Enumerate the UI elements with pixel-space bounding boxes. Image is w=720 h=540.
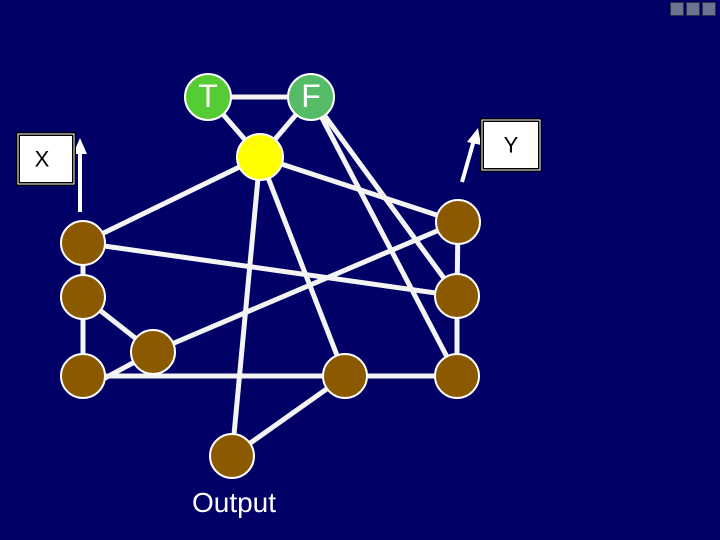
node-false [287,73,335,121]
arrowhead-y [467,128,481,145]
node-mid-1 [130,329,176,375]
node-left-2 [60,274,106,320]
edge-m1-r1 [150,219,461,355]
node-bottom-2 [322,353,368,399]
input-arrows [73,128,481,212]
node-left-1 [60,220,106,266]
edge-center-output [229,154,263,459]
edge-f-r3 [308,94,460,379]
edge-center-b2 [257,154,348,379]
node-right-1 [435,199,481,245]
input-box-x: X [16,132,76,186]
edge-center-r1 [257,154,461,225]
edge-l1-r2 [80,240,460,299]
node-true-label: T [198,78,218,114]
edge-b2-output [229,373,348,459]
node-right-3 [434,353,480,399]
nav-next-icon[interactable] [702,2,716,16]
nodes: T F [60,73,481,479]
node-output [209,433,255,479]
arrow-y [460,139,476,183]
edge-center-l1 [80,154,263,246]
node-true [184,73,232,121]
node-left-3 [60,353,106,399]
output-label: Output [192,487,276,518]
arrowhead-x [73,138,87,154]
slide-nav-icons [670,2,716,16]
node-false-label: F [301,78,321,114]
node-center [236,133,284,181]
node-right-2 [434,273,480,319]
nav-home-icon[interactable] [686,2,700,16]
input-y-label: Y [504,133,519,158]
input-box-y: Y [480,118,542,172]
input-x-label: X [35,147,50,172]
nav-prev-icon[interactable] [670,2,684,16]
